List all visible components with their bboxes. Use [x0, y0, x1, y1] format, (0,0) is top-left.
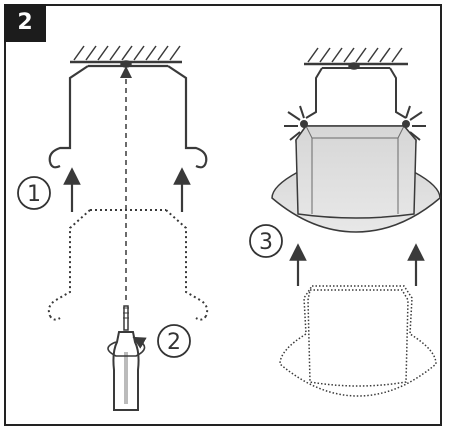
- lamp-shade-outline-dotted: [279, 285, 437, 397]
- ceiling-hatch-icon: [304, 47, 408, 70]
- bracket-outline-dotted: [47, 209, 209, 317]
- svg-text:1: 1: [27, 182, 41, 207]
- callout-1: 1: [17, 176, 51, 210]
- step-number-badge: 2: [4, 4, 46, 42]
- ceiling-hatch-icon: [70, 45, 182, 68]
- lamp-shade: [271, 125, 441, 233]
- rotation-arrow-icon: [107, 336, 147, 357]
- callout-3: 3: [249, 224, 283, 258]
- click-spark-icon: [402, 105, 426, 141]
- svg-text:3: 3: [259, 230, 273, 255]
- diagram-frame: [4, 4, 442, 426]
- screwdriver-icon: [112, 305, 140, 411]
- click-spark-icon: [284, 105, 308, 141]
- callout-2: 2: [157, 324, 191, 358]
- svg-text:2: 2: [167, 330, 181, 355]
- mounting-bracket: [305, 67, 407, 119]
- mounting-bracket: [48, 65, 208, 163]
